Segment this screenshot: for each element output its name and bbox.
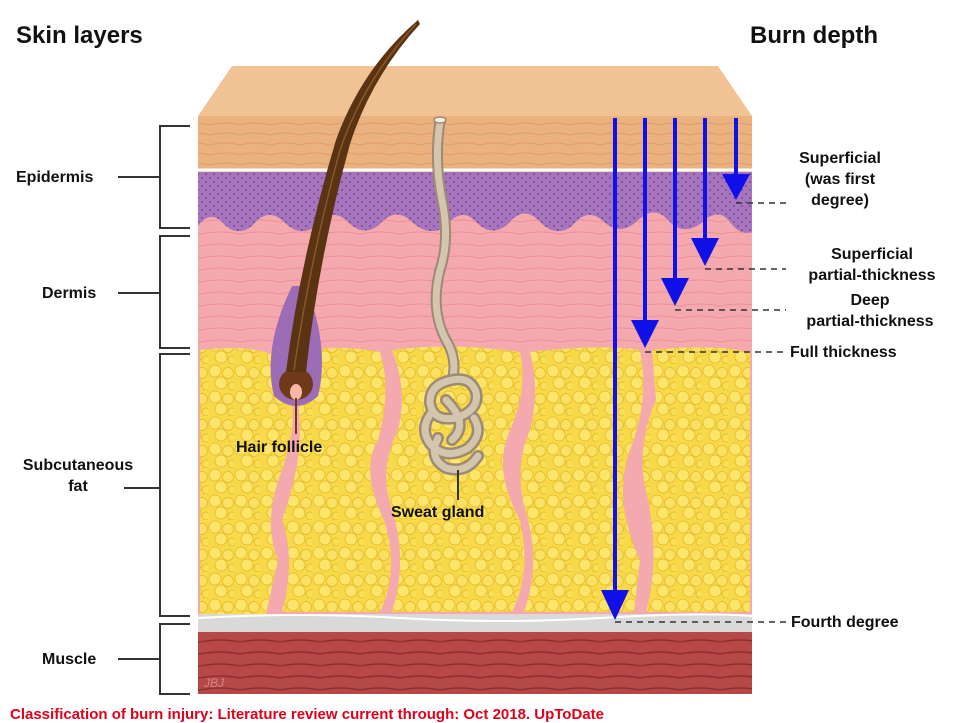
skin-surface: [198, 66, 752, 116]
superficial-burn-label: Superficial (was first degree): [784, 148, 896, 211]
dermis-label: Dermis: [42, 285, 97, 302]
burn-depth-leaders: [615, 202, 790, 623]
subcutaneous-label-line1: Subcutaneous: [22, 457, 134, 474]
sweat-gland-label: Sweat gland: [391, 504, 485, 521]
muscle-label: Muscle: [42, 651, 97, 668]
full-thickness-label: Full thickness: [790, 344, 897, 361]
superficial-partial-line1: Superficial: [831, 246, 913, 263]
deep-partial-line1: Deep: [850, 292, 890, 309]
burn-depth-header: Burn depth: [750, 22, 878, 49]
deep-partial-label: Deep partial-thickness: [784, 290, 956, 332]
artist-signature: JBJ: [204, 676, 225, 690]
burn-depth-arrows: [601, 118, 750, 620]
fascia-layer: [198, 614, 752, 632]
deep-partial-line2: partial-thickness: [806, 313, 934, 330]
superficial-partial-label: Superficial partial-thickness: [786, 244, 958, 286]
subcutaneous-fat-label: Subcutaneous fat: [6, 455, 150, 497]
layer-brackets: [118, 125, 190, 695]
sweat-gland-coil: [419, 373, 484, 476]
source-caption: Classification of burn injury: Literatur…: [10, 706, 604, 723]
skin-layers-header: Skin layers: [16, 22, 143, 49]
superficial-partial-line2: partial-thickness: [808, 267, 936, 284]
subcutaneous-label-line2: fat: [68, 478, 88, 495]
superficial-line1: Superficial: [799, 150, 881, 167]
hair-follicle-label: Hair follicle: [236, 439, 323, 456]
fourth-degree-label: Fourth degree: [791, 614, 899, 631]
superficial-line3: degree): [811, 192, 869, 209]
superficial-line2: (was first: [804, 171, 876, 188]
epidermis-label: Epidermis: [16, 169, 94, 186]
